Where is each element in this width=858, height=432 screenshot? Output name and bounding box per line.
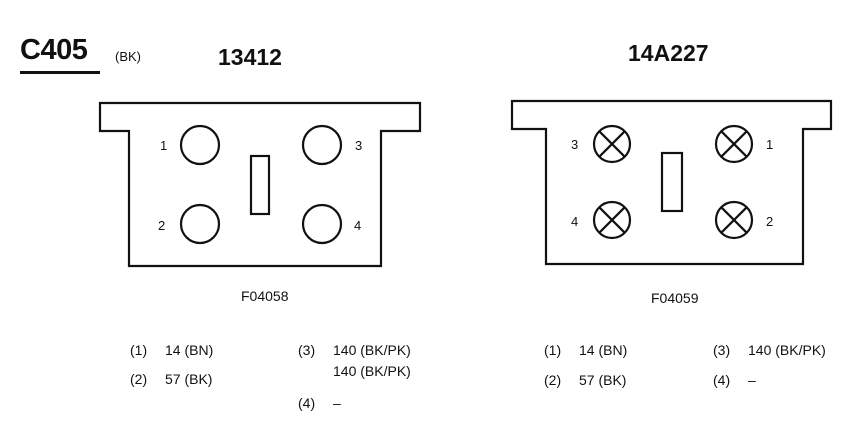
pin-2-terminal-right [714,200,754,240]
connector-color-code: (BK) [115,49,141,64]
wiring-circuit: 140 (BK/PK) [333,342,411,358]
wiring-pin: (4) [713,372,731,388]
wiring-circuit: – [748,372,756,388]
pin-label-2-left: 2 [158,218,165,233]
connector-id-underline [20,71,100,74]
part-number-right: 14A227 [628,40,709,66]
figure-code-left: F04058 [241,288,289,304]
connector-housing-right [510,99,833,266]
connector-housing-left [98,101,422,268]
wiring-pin: (3) [713,342,731,358]
part-number-left: 13412 [218,44,282,70]
wiring-pin: (4) [298,395,316,411]
wiring-row-right-1: (1) 14 (BN) [544,342,627,358]
wiring-row-left-3: (3) 140 (BK/PK) [298,342,411,358]
wiring-row-left-4: (4) – [298,395,341,411]
wiring-row-left-1: (1) 14 (BN) [130,342,213,358]
wiring-pin: (1) [130,342,148,358]
pin-3-socket-left [301,124,343,166]
wiring-row-right-4: (4) – [713,372,756,388]
pin-4-terminal-right [592,200,632,240]
wiring-circuit: 14 (BN) [579,342,628,358]
pin-label-4-right: 4 [571,214,578,229]
wiring-row-right-3: (3) 140 (BK/PK) [713,342,826,358]
pin-label-3-right: 3 [571,137,578,152]
pin-label-4-left: 4 [354,218,361,233]
pin-2-socket-left [179,203,221,245]
pin-label-1-left: 1 [160,138,167,153]
wiring-circuit: 14 (BN) [165,342,214,358]
wiring-pin: (2) [130,371,148,387]
wiring-pin: (2) [544,372,562,388]
wiring-circuit: 140 (BK/PK) [748,342,826,358]
pin-label-1-right: 1 [766,137,773,152]
pin-label-3-left: 3 [355,138,362,153]
wiring-circuit: 57 (BK) [165,371,213,387]
connector-face-left [98,101,422,268]
wiring-circuit: 57 (BK) [579,372,627,388]
wiring-row-left-3-extra: 140 (BK/PK) [333,363,411,379]
pin-1-terminal-right [714,124,754,164]
pin-1-socket-left [179,124,221,166]
pin-label-2-right: 2 [766,214,773,229]
pin-4-socket-left [301,203,343,245]
wiring-circuit: 140 (BK/PK) [333,363,411,379]
connector-id: C405 [20,34,88,66]
wiring-row-right-2: (2) 57 (BK) [544,372,626,388]
wiring-pin: (3) [298,342,316,358]
locking-tab-left [249,154,271,216]
figure-code-right: F04059 [651,290,699,306]
locking-tab-right [660,151,684,213]
wiring-circuit: – [333,395,341,411]
pin-3-terminal-right [592,124,632,164]
wiring-row-left-2: (2) 57 (BK) [130,371,212,387]
wiring-pin: (1) [544,342,562,358]
connector-face-right [510,99,833,266]
